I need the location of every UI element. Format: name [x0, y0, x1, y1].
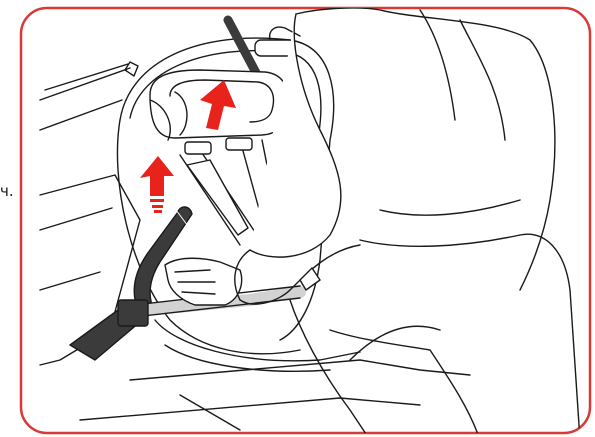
margin-text-fragment: ч.	[0, 182, 14, 200]
arrow-tick-3	[154, 210, 162, 213]
arrow-tick-1	[150, 199, 164, 202]
arrow-tick-2	[152, 205, 163, 208]
